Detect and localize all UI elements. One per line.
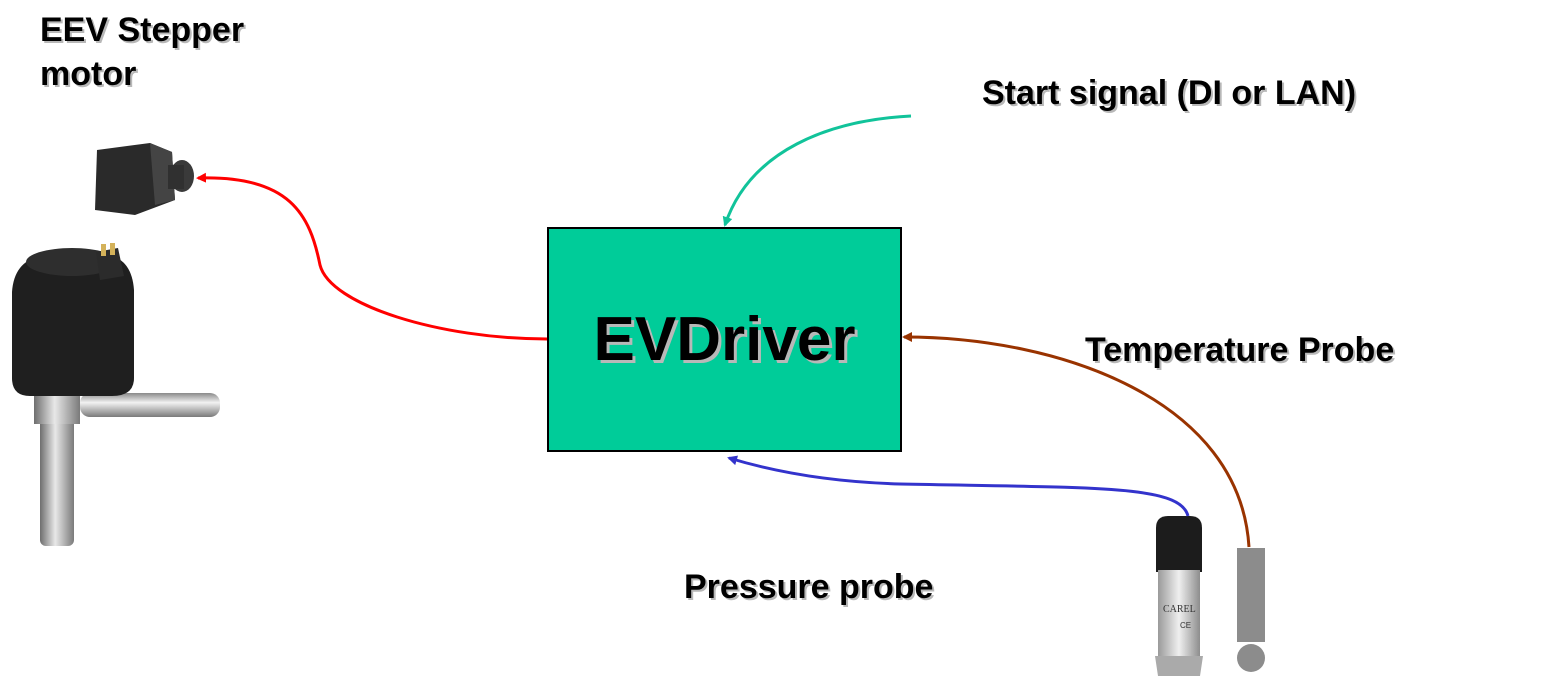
pressure-probe-label: Pressure probe: [684, 568, 934, 606]
start-signal-arrow: [722, 114, 912, 227]
temperature-probe-arrow: [902, 332, 1251, 548]
temperature-probe-label: Temperature Probe: [1085, 331, 1395, 369]
eev-stepper-motor-label: EEV Stepper motor: [40, 8, 244, 96]
eev-label-line1: EEV Stepper: [40, 11, 245, 49]
eev-label-line2: motor: [40, 55, 137, 93]
motor-connector-icon: [95, 143, 194, 215]
evdriver-label: EVDriver: [593, 305, 856, 374]
motor-output-arrow: [196, 172, 548, 341]
start-signal-label: Start signal (DI or LAN): [982, 74, 1357, 112]
sensor-brand-text: CAREL: [1163, 604, 1196, 615]
pressure-sensor-icon: CAREL CE: [1155, 516, 1203, 676]
sensor-ce-text: CE: [1180, 621, 1191, 630]
evdriver-box: EVDriver: [547, 227, 902, 452]
temperature-probe-icon: [1237, 548, 1265, 672]
expansion-valve-icon: [12, 243, 220, 546]
pressure-probe-arrow: [727, 455, 1190, 517]
